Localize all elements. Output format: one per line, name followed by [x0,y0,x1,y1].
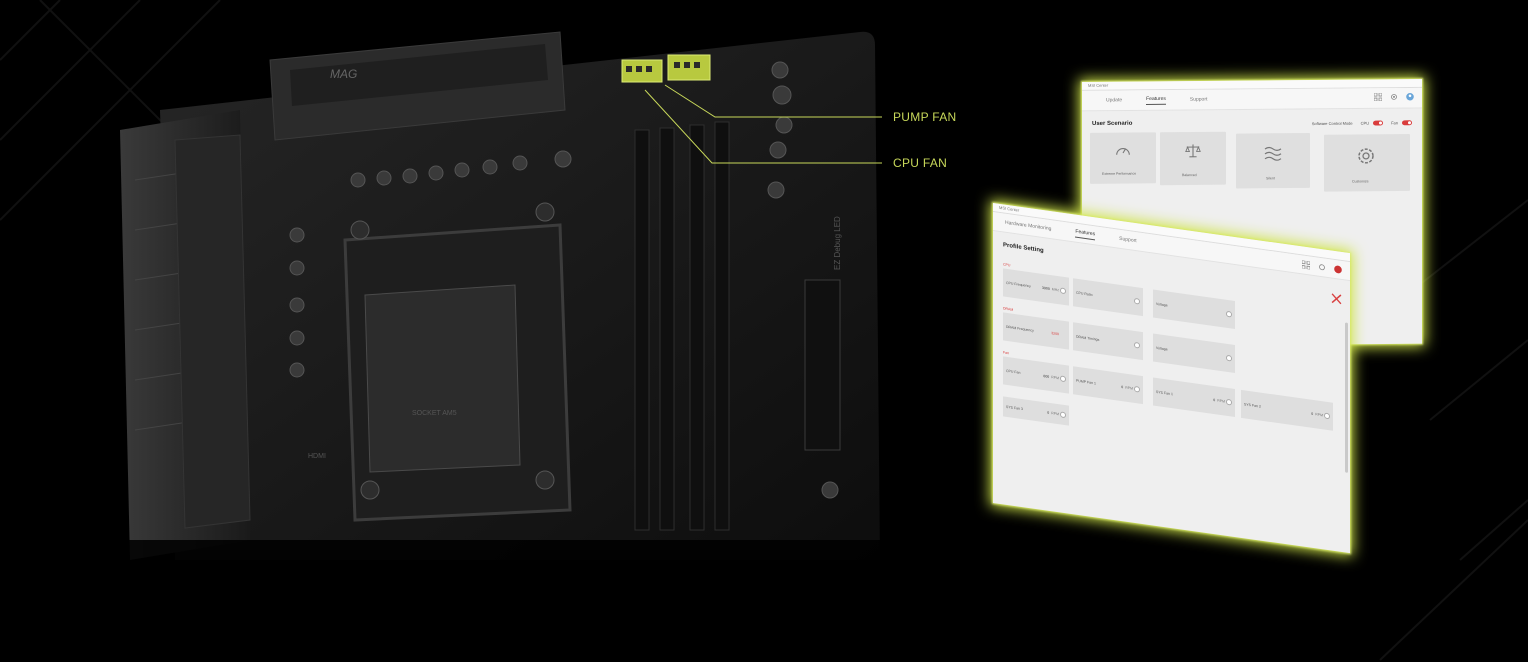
setting-card[interactable]: Voltage [1153,333,1235,374]
category-label: DRAM [1003,306,1014,312]
scenario-label: Silent [1266,176,1275,181]
grid-icon[interactable] [1374,93,1382,102]
atx-power-connector [804,279,841,451]
tab-support[interactable]: Support [1119,235,1137,245]
avatar-icon[interactable] [1406,93,1414,101]
edit-dot-icon[interactable] [1134,297,1140,305]
edit-dot-icon[interactable] [1060,287,1066,295]
back-window-nav: Update Features Support [1082,87,1422,112]
edit-dot-icon[interactable] [1324,412,1330,420]
brand-mark: MAG [330,67,357,81]
scenario-label: Balanced [1182,173,1197,178]
setting-card[interactable]: DRAM Timings [1073,322,1143,361]
tab-features[interactable]: Features [1146,95,1166,105]
category-label: CPU [1003,262,1011,268]
front-window: MSI Center Hardware Monitoring Features … [993,203,1350,554]
scenario-card-silent[interactable]: Silent [1236,132,1310,189]
scrollbar[interactable] [1345,322,1348,473]
cpu-socket: SOCKET AM5 [343,202,572,522]
callout-pump-fan: PUMP FAN [893,110,957,124]
setting-card[interactable]: DRAM Frequency 3200 [1003,312,1069,350]
scenario-card-extreme[interactable]: Extreme Performance [1090,132,1156,184]
avatar-icon[interactable] [1334,265,1342,274]
fan-headers [621,54,711,83]
socket-text: SOCKET AM5 [412,410,457,417]
tab-support[interactable]: Support [1189,96,1208,103]
speedometer-icon [1116,148,1130,155]
settings-gear-icon[interactable] [1390,93,1398,101]
callout-cpu-fan: CPU FAN [893,156,948,170]
toggle-fan-label: Fan [1391,120,1398,126]
close-icon[interactable] [1331,293,1342,306]
vrm-heatsink-left [174,134,251,529]
wind-waves-icon [1264,146,1282,161]
scenario-card-customize[interactable]: Customize [1324,134,1410,192]
hdmi-text: HDMI [308,453,326,460]
edit-dot-icon[interactable] [1060,375,1066,383]
grid-icon[interactable] [1302,260,1310,270]
back-window: MSI Center Update Features Support User … [1082,79,1422,347]
settings-gear-icon[interactable] [1318,263,1326,272]
tab-features[interactable]: Features [1075,228,1096,240]
toggle-cpu-label: CPU [1360,120,1370,126]
setting-card[interactable]: Voltage [1153,289,1235,330]
category-label: Fan [1003,350,1010,356]
edit-dot-icon[interactable] [1060,411,1066,419]
edit-dot-icon[interactable] [1226,310,1232,318]
scenario-label: Extreme Performance [1102,171,1137,176]
gear-icon [1358,148,1374,164]
scenario-label: Customize [1352,179,1369,184]
edit-dot-icon[interactable] [1134,385,1140,393]
toggle-cpu[interactable] [1373,120,1384,126]
tab-hardware-monitoring[interactable]: Hardware Monitoring [1005,219,1052,233]
toggle-fan[interactable] [1402,120,1412,126]
tab-update[interactable]: Update [1106,97,1123,104]
balance-scale-icon [1185,144,1201,158]
edit-dot-icon[interactable] [1226,398,1232,406]
dimm-slots [634,121,730,531]
control-mode-row: Software Control Mode CPU Fan [1312,120,1412,126]
edit-dot-icon[interactable] [1134,341,1140,349]
front-window-nav: Hardware Monitoring Features Support [993,212,1350,282]
scenario-card-balanced[interactable]: Balanced [1160,131,1226,186]
debug-led-text: EZ Debug LED [833,216,842,270]
edit-dot-icon[interactable] [1226,354,1232,362]
capacitors [289,61,839,499]
callout-lines [644,84,882,164]
setting-card[interactable]: CPU Ratio [1073,278,1143,317]
control-mode-label: Software Control Mode [1311,120,1353,127]
